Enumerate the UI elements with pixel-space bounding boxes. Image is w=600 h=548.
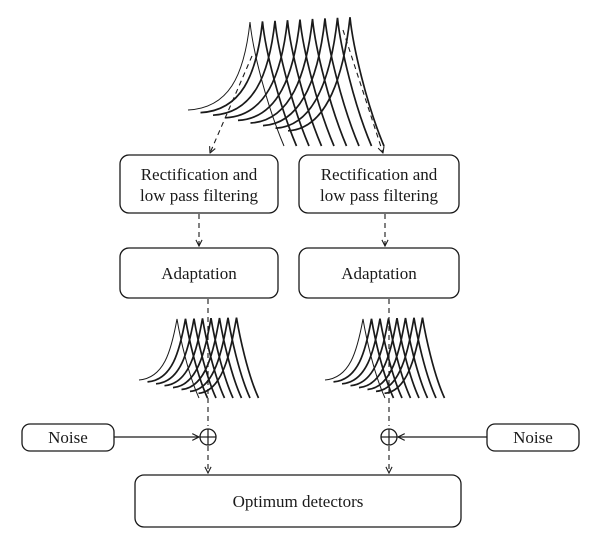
response-curve	[341, 318, 403, 399]
dashed-arrow-filterbank-to-right	[342, 29, 383, 153]
response-curve	[367, 317, 429, 399]
response-curve	[200, 21, 298, 147]
response-curve	[333, 318, 395, 399]
response-curve	[172, 318, 234, 399]
response-curve	[198, 317, 260, 399]
response-curve	[350, 318, 412, 399]
noise-box-right: Noise	[486, 423, 580, 452]
response-curve	[155, 318, 217, 399]
response-curve	[250, 18, 348, 147]
rectification-box-left: Rectification and low pass filtering	[119, 154, 279, 214]
rectification-label-right-line2: low pass filtering	[320, 186, 439, 205]
response-curve	[384, 317, 446, 399]
adaptation-label-right: Adaptation	[341, 264, 417, 283]
rectification-label-left-line2: low pass filtering	[140, 186, 259, 205]
response-curve	[275, 17, 373, 147]
noise-label-right: Noise	[513, 428, 553, 447]
optimum-detectors-label: Optimum detectors	[233, 492, 364, 511]
adaptation-box-left: Adaptation	[119, 247, 279, 299]
response-curve	[287, 17, 385, 147]
response-curve	[237, 19, 335, 147]
adaptation-box-right: Adaptation	[298, 247, 460, 299]
response-curve	[262, 18, 360, 147]
response-curve	[225, 20, 323, 147]
response-curve	[375, 317, 437, 399]
optimum-detectors-box: Optimum detectors	[134, 474, 462, 528]
rectification-label-right-line1: Rectification and	[321, 165, 438, 184]
dashed-arrow-filterbank-to-left	[210, 55, 253, 153]
response-curve	[187, 21, 285, 147]
response-curve	[147, 318, 209, 399]
adapted-curves-left	[138, 317, 260, 399]
sum-node-left	[199, 428, 217, 446]
rectification-label-left-line1: Rectification and	[141, 165, 258, 184]
noise-label-left: Noise	[48, 428, 88, 447]
response-curve	[212, 20, 310, 147]
adapted-curves-right	[324, 317, 446, 399]
response-curve	[181, 317, 243, 399]
response-curve	[324, 318, 386, 399]
filterbank-curves-top	[187, 17, 385, 147]
response-curve	[138, 318, 200, 399]
adaptation-label-left: Adaptation	[161, 264, 237, 283]
response-curve	[164, 318, 226, 399]
response-curve	[358, 318, 420, 399]
response-curve	[189, 317, 251, 399]
noise-box-left: Noise	[21, 423, 115, 452]
rectification-box-right: Rectification and low pass filtering	[298, 154, 460, 214]
sum-node-right	[380, 428, 398, 446]
